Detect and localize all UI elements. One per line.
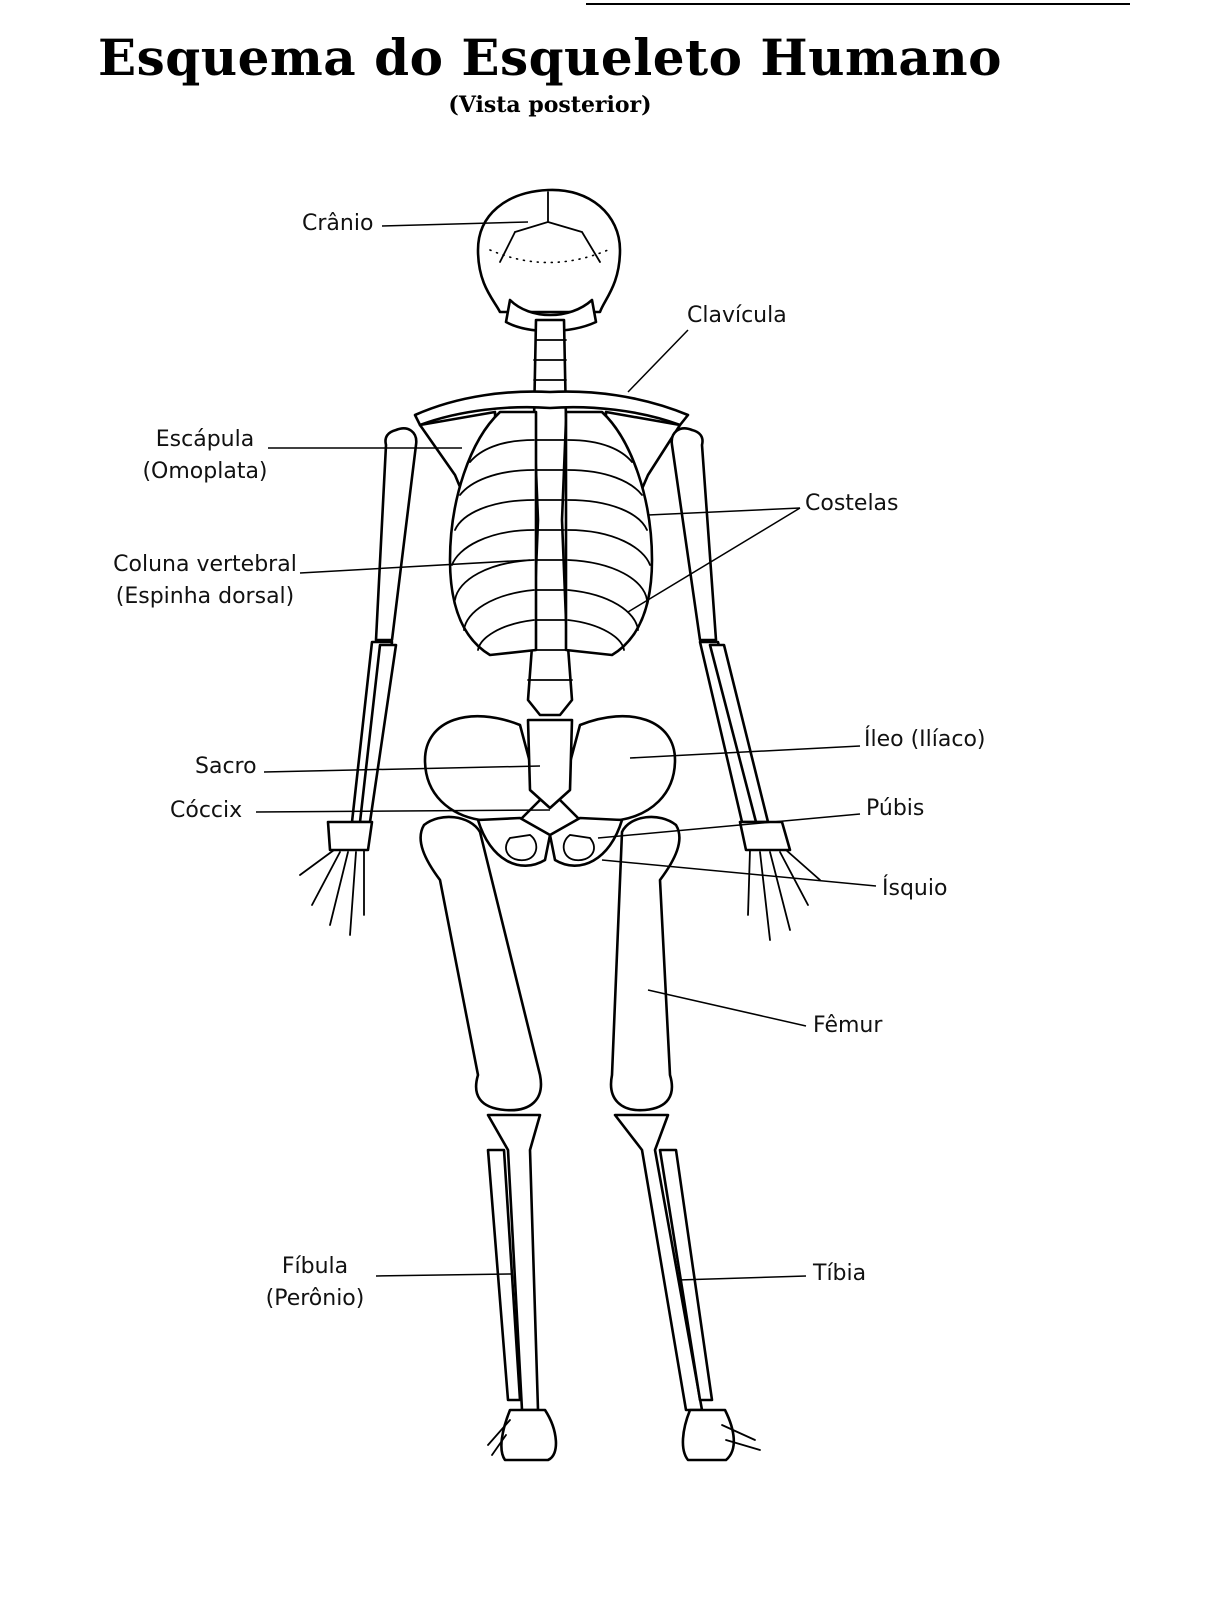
skull-shape bbox=[476, 188, 622, 333]
page-title: Esquema do Esqueleto Humano bbox=[98, 28, 1002, 87]
label-fibula: Fíbula bbox=[281, 1254, 349, 1279]
label-escapula-alt: (Omoplata) bbox=[142, 459, 268, 484]
label-sacro: Sacro bbox=[195, 754, 257, 779]
label-costelas: Costelas bbox=[805, 491, 899, 516]
label-pubis: Púbis bbox=[866, 796, 925, 821]
left-leg-shape bbox=[419, 815, 558, 1462]
label-clavicula: Clavícula bbox=[687, 303, 787, 328]
right-arm-shape bbox=[670, 427, 821, 941]
page-subtitle: (Vista posterior) bbox=[448, 92, 652, 118]
label-tibia: Tíbia bbox=[813, 1261, 867, 1286]
label-isquio: Ísquio bbox=[882, 876, 948, 901]
label-fibula-alt: (Perônio) bbox=[265, 1286, 365, 1311]
label-cranio: Crânio bbox=[302, 211, 374, 236]
label-coccix: Cóccix bbox=[170, 798, 243, 823]
label-coluna: Coluna vertebral bbox=[113, 552, 297, 577]
right-leg-shape bbox=[609, 815, 761, 1462]
pelvis-shape bbox=[423, 714, 677, 867]
label-escapula: Escápula bbox=[155, 427, 255, 452]
spine-shape bbox=[526, 318, 574, 717]
label-leader-lines bbox=[255, 221, 877, 1281]
ribcage-shape bbox=[448, 410, 654, 657]
label-femur: Fêmur bbox=[813, 1013, 883, 1038]
left-arm-shape bbox=[299, 427, 418, 936]
label-ileo: Íleo (Ilíaco) bbox=[864, 727, 986, 752]
label-coluna-alt: (Espinha dorsal) bbox=[115, 584, 295, 609]
